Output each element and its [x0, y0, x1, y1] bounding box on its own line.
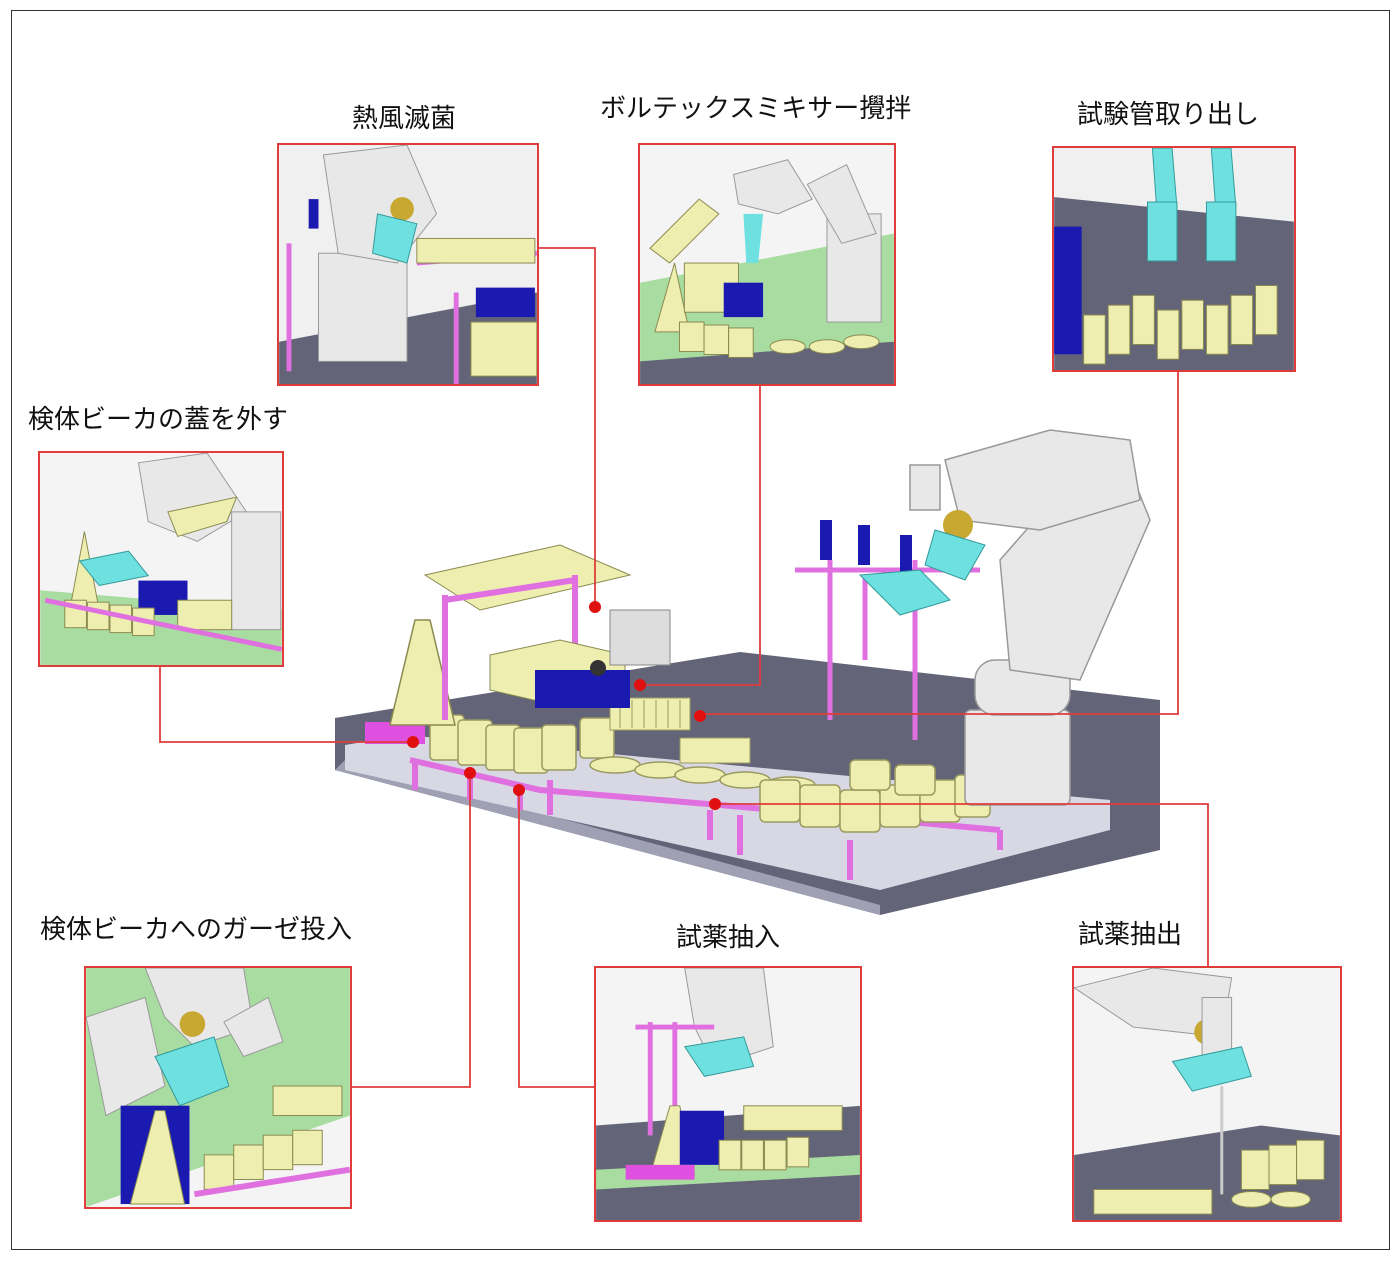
flask: [389, 619, 456, 726]
label-reagent-injection: 試薬抽入: [676, 923, 781, 953]
panel-reagent-extraction: [1072, 966, 1342, 1222]
panel-vortex-mixer: [638, 143, 896, 386]
panel-test-tube-removal: [1052, 146, 1296, 372]
label-reagent-extraction: 試薬抽出: [1078, 920, 1183, 950]
robot-tool-flange: [943, 510, 973, 540]
vortex-mixer-box: [535, 670, 630, 708]
label-vortex-mixer: ボルテックスミキサー攪拌: [600, 94, 912, 124]
overhead-tray: [423, 544, 632, 720]
callout-dots: [407, 601, 721, 810]
label-insert-gauze: 検体ビーカへのガーゼ投入: [40, 915, 353, 945]
panel-insert-gauze: [84, 966, 352, 1209]
panel-reagent-injection: [594, 966, 862, 1222]
pipette-stands: [795, 520, 980, 740]
beaker-rows: [429, 714, 991, 833]
robot-arm: [909, 429, 1151, 806]
outer-frame: [11, 10, 1390, 1250]
panel-remove-beaker-lid: [38, 451, 284, 667]
label-test-tube-removal: 試験管取り出し: [1077, 100, 1260, 130]
dispenser-unit: [609, 609, 671, 666]
callout-lines: [159, 247, 1209, 1088]
label-hot-air-sterilization: 熱風滅菌: [352, 104, 457, 134]
panel-hot-air-sterilization: [277, 143, 539, 386]
label-remove-beaker-lid: 検体ビーカの蓋を外す: [28, 405, 289, 435]
